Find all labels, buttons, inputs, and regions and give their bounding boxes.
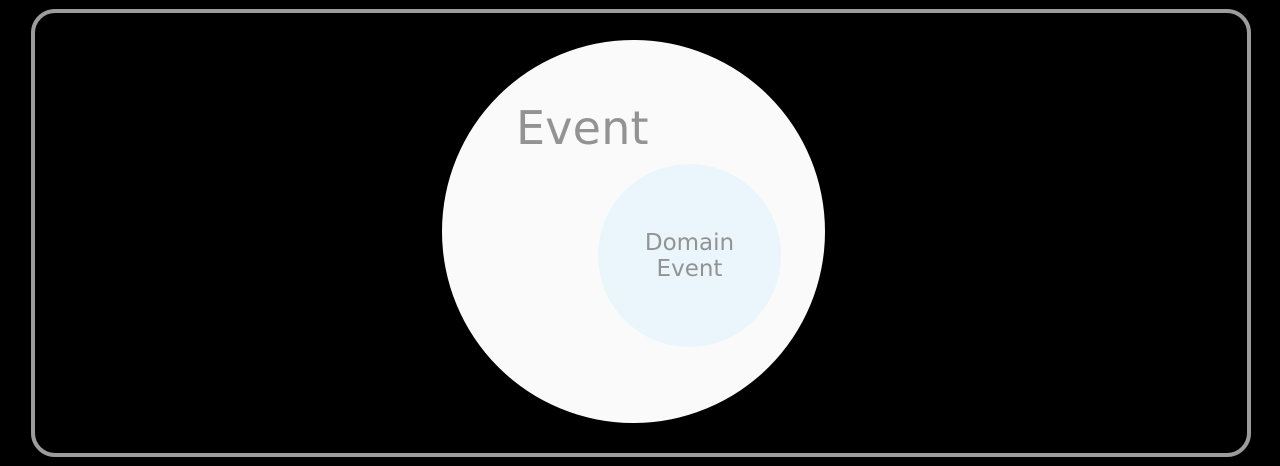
domain-event-label-line1: Domain (644, 230, 735, 256)
domain-event-label: Domain Event (599, 230, 780, 283)
diagram-border (31, 9, 1251, 457)
domain-event-label-line2: Event (656, 256, 723, 283)
event-label: Event (516, 101, 649, 155)
domain-event-circle[interactable] (598, 164, 781, 347)
